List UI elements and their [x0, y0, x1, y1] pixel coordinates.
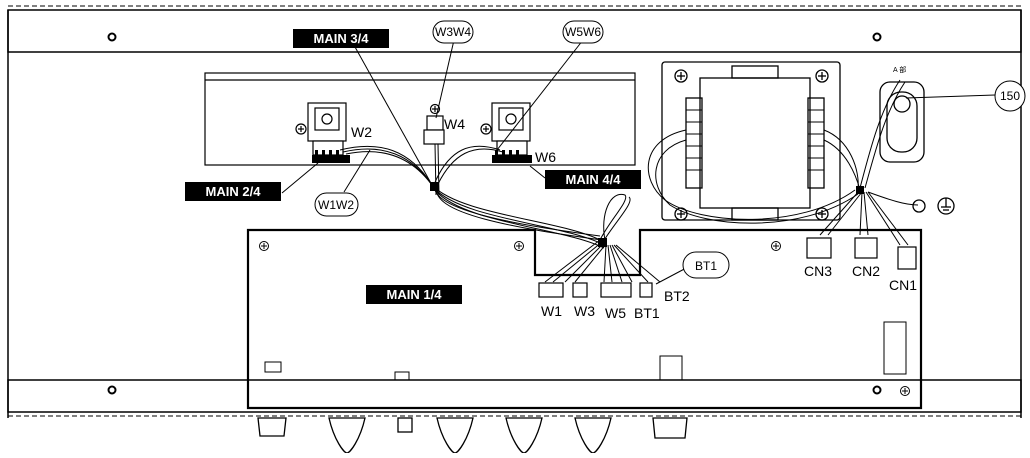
connector-label-cn2: CN2 [852, 263, 880, 279]
label-main-4-4: MAIN 4/4 [545, 170, 641, 189]
regulator-right [480, 102, 531, 156]
connector-label-w3: W3 [574, 303, 595, 319]
w5w6-text: W5W6 [565, 25, 601, 39]
chassis-screw [107, 32, 882, 395]
bt1-bubble-text: BT1 [695, 259, 717, 273]
wire-label-w6: W6 [535, 149, 556, 165]
bubble-w5w6: W5W6 [562, 20, 604, 44]
pcb-connectors [538, 237, 917, 298]
main-pcb [246, 228, 923, 410]
power-cord-inlet [879, 81, 925, 163]
label-main-1-4: MAIN 1/4 [366, 285, 462, 304]
connector-w6-block [492, 150, 532, 163]
label-main-2-4: MAIN 2/4 [185, 182, 281, 201]
upper-bracket [204, 72, 636, 166]
ref-150-text: 150 [1000, 89, 1020, 103]
front-knobs [257, 417, 688, 454]
regulator-left [295, 102, 347, 156]
connector-label-w1: W1 [541, 303, 562, 319]
chassis-top-panel [7, 5, 1022, 418]
w1w2-text: W1W2 [318, 198, 354, 212]
w3w4-text: W3W4 [435, 25, 471, 39]
chassis-bottom-panel [7, 379, 1022, 417]
pcb-front-parts [264, 321, 907, 381]
transformer [661, 61, 841, 221]
bubble-bt1: BT1 [682, 251, 730, 279]
main-4-4-text: MAIN 4/4 [566, 172, 622, 187]
label-main-3-4: MAIN 3/4 [293, 29, 389, 48]
pcb-screw [259, 241, 910, 396]
cable-tie [430, 182, 864, 247]
bubble-150: 150 [994, 80, 1026, 112]
wire-label-w2: W2 [351, 124, 372, 140]
bubble-w1w2: W1W2 [314, 192, 359, 217]
bubble-w3w4: W3W4 [432, 20, 474, 44]
connector-label-w5: W5 [605, 305, 626, 321]
main-3-4-text: MAIN 3/4 [314, 31, 370, 46]
connector-label-bt2: BT2 [664, 288, 690, 304]
connector-label-bt1: BT1 [634, 305, 660, 321]
main-2-4-text: MAIN 2/4 [206, 184, 262, 199]
main-1-4-text: MAIN 1/4 [387, 287, 443, 302]
regulator-center [423, 103, 445, 145]
wire-label-w4: W4 [444, 116, 465, 132]
connector-w2-block [312, 150, 350, 163]
detail-a-label: A 部 [893, 65, 906, 74]
leader-lines [281, 37, 996, 285]
connector-label-cn3: CN3 [804, 263, 832, 279]
connector-label-cn1: CN1 [889, 277, 917, 293]
ground-terminal [912, 197, 955, 215]
